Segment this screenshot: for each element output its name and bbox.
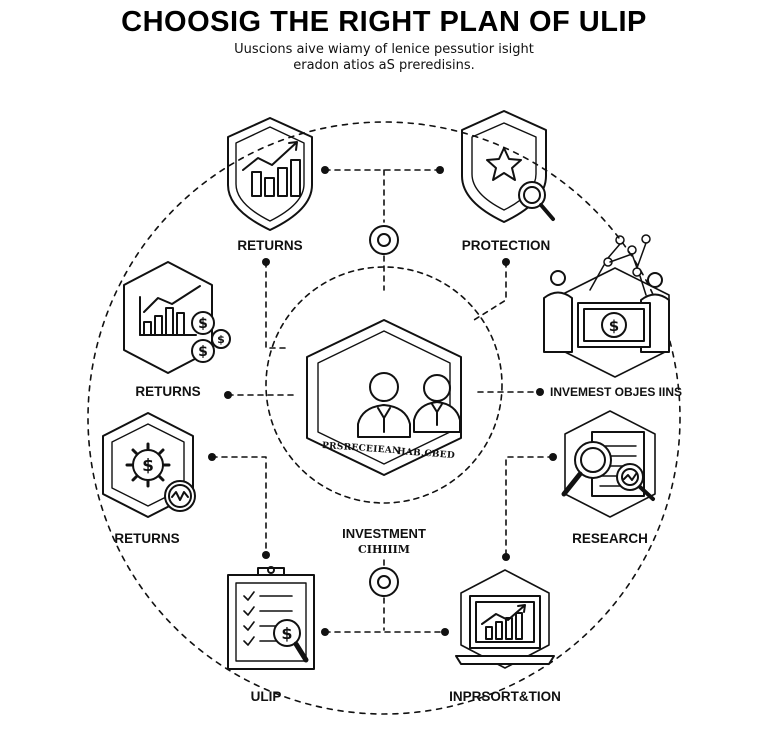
inner-dashed-circle <box>265 266 503 504</box>
svg-text:$: $ <box>281 624 292 643</box>
people-money-network-icon: $ <box>543 234 670 378</box>
shield-chart-icon <box>227 117 313 231</box>
hexagon-chart-coins-icon: $ $ $ <box>123 261 231 374</box>
subtitle-line-1: Uuscions aive wiamy of lenice pessutior … <box>234 42 534 57</box>
center-sublabel: CIHIIIM <box>358 543 410 556</box>
node-label-research: RESEARCH <box>572 531 648 546</box>
center-people-icon <box>306 319 462 476</box>
node-label-protection: PROTECTION <box>461 238 551 253</box>
node-label-inprsortation: INPRSORT&TION <box>449 689 561 704</box>
center-label-investment: INVESTMENT <box>342 526 426 541</box>
node-label-investment-objectives: INVEMEST OBJES IINS <box>549 385 683 399</box>
svg-text:$: $ <box>609 317 619 335</box>
clipboard-checklist-icon: $ <box>227 566 315 670</box>
svg-text:$: $ <box>142 456 154 476</box>
laptop-chart-icon <box>455 569 555 669</box>
ring-marker-bottom <box>369 567 399 597</box>
shield-star-icon <box>461 110 555 223</box>
node-label-returns-left: RETURNS <box>135 384 201 399</box>
research-magnifier-icon <box>561 410 656 518</box>
hexagon-gear-coins-icon: $ <box>102 412 196 518</box>
svg-text:$: $ <box>198 344 208 360</box>
svg-text:$: $ <box>198 316 208 332</box>
connector-lines <box>211 169 554 633</box>
outer-dashed-ring <box>87 121 681 715</box>
node-label-returns-top: RETURNS <box>237 238 303 253</box>
page-title: CHOOSIG THE RIGHT PLAN OF ULIP <box>121 6 647 38</box>
connector-dots <box>208 166 557 636</box>
node-label-ulip: ULIP <box>250 689 282 704</box>
svg-text:$: $ <box>217 333 225 346</box>
ring-marker-top <box>369 225 399 255</box>
node-label-returns-bottom-left: RETURNS <box>114 531 180 546</box>
subtitle-line-2: eradon atios aS preredisins. <box>293 58 475 73</box>
